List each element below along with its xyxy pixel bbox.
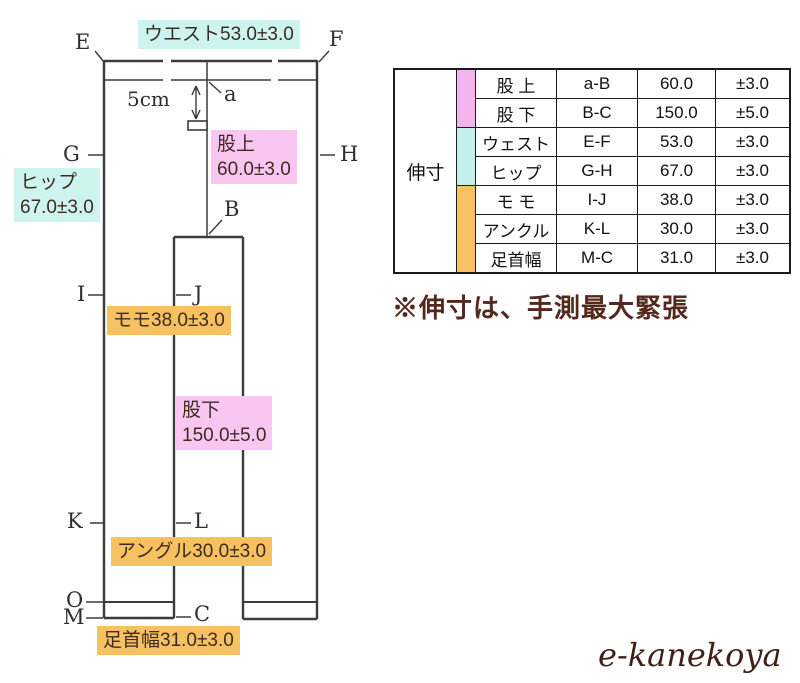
hip-label-value: 67.0±3.0 [20,197,94,218]
color-strip-pink [456,68,476,128]
thigh-measurement-label: モモ38.0±3.0 [107,306,231,335]
row-code: G-H [556,156,638,186]
point-label-F: F [329,27,344,51]
point-label-I: I [77,282,86,306]
row-code: I-J [556,185,638,215]
row-code: B-C [556,98,638,128]
point-label-M: M [63,605,85,629]
belt-loop-rect [187,120,208,131]
measurement-note: ※伸寸は、手測最大緊張 [392,293,690,323]
row-tolerance: ±3.0 [715,185,791,215]
5cm-arrow [191,85,201,120]
row-label: アンクル [475,214,557,244]
table-row: 足首幅 M-C 31.0 ±3.0 [394,243,791,274]
table-row: ウェスト E-F 53.0 ±3.0 [394,127,791,186]
point-label-B: B [224,197,240,221]
row-label: ヒップ [475,156,557,186]
color-strip-cyan [456,127,476,186]
diagonal-leader-ticks [94,50,330,235]
row-value: 60.0 [637,68,716,99]
point-label-O: O [66,588,84,612]
point-label-G: G [63,142,80,166]
row-label: ウェスト [475,127,557,157]
row-code: M-C [556,243,638,274]
color-strip-orange [456,185,476,274]
point-label-E: E [75,30,91,54]
ankle-width-measurement-label: 足首幅31.0±3.0 [97,626,240,655]
point-label-H: H [340,142,359,166]
5cm-dimension-text: 5cm [127,87,170,111]
row-code: a-B [556,68,638,99]
row-tolerance: ±3.0 [715,214,791,244]
table-row: ヒップ G-H 67.0 ±3.0 [394,156,791,186]
row-label: 股 上 [475,68,557,99]
rise-measurement-label: 股上 60.0±3.0 [211,130,297,184]
inseam-label-name: 股下 [182,400,221,421]
row-tolerance: ±3.0 [715,127,791,157]
row-code: E-F [556,127,638,157]
table-header-shinsun: 伸寸 [393,68,457,274]
ankle-measurement-label: アングル30.0±3.0 [111,537,273,566]
point-label-L: L [194,509,208,533]
measure-tick-marks [86,154,335,619]
row-tolerance: ±3.0 [715,243,791,274]
row-value: 53.0 [637,127,716,157]
table-row: アンクル K-L 30.0 ±3.0 [394,214,791,244]
row-label: 足首幅 [475,243,557,274]
point-label-K: K [67,509,83,533]
row-value: 67.0 [637,156,716,186]
hip-label-name: ヒップ [20,172,78,193]
point-label-C: C [194,602,211,626]
row-label: モ モ [475,185,557,215]
waist-measurement-label: ウエスト53.0±3.0 [138,20,300,49]
point-label-J: J [194,282,203,306]
hip-measurement-label: ヒップ 67.0±3.0 [14,168,100,222]
point-label-a: a [224,82,237,106]
inseam-label-value: 150.0±5.0 [182,425,267,446]
row-label: 股 下 [475,98,557,128]
row-tolerance: ±3.0 [715,156,791,186]
row-value: 31.0 [637,243,716,274]
row-code: K-L [556,214,638,244]
rise-label-value: 60.0±3.0 [217,159,291,180]
inseam-measurement-label: 股下 150.0±5.0 [176,396,273,450]
row-value: 30.0 [637,214,716,244]
measurement-spec-table: 伸寸 股 上 a-B 60.0 ±3.0 股 下 B-C 150.0 ±5.0 … [393,68,791,274]
table-row: 伸寸 股 上 a-B 60.0 ±3.0 [393,68,791,274]
rise-label-name: 股上 [217,134,256,155]
row-value: 38.0 [637,185,716,215]
table-row: 股 下 B-C 150.0 ±5.0 [394,98,791,128]
shop-watermark: e-kanekoya [598,636,782,674]
row-tolerance: ±5.0 [715,98,791,128]
row-value: 150.0 [637,98,716,128]
row-tolerance: ±3.0 [715,68,791,99]
leg-bottom-lines [104,616,317,621]
